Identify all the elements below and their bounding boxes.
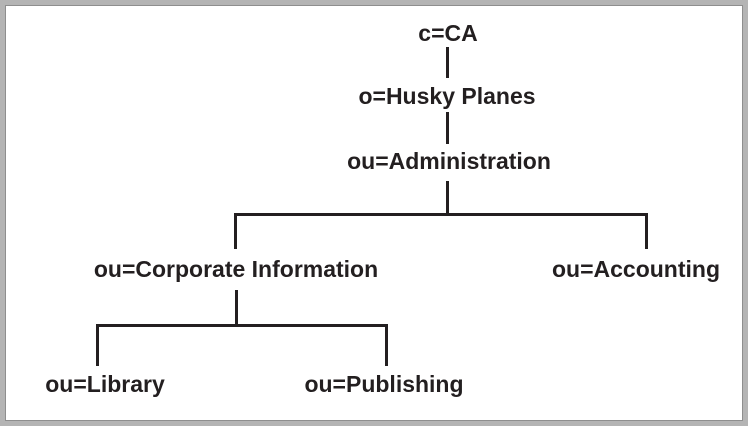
edge-drop-to-publishing bbox=[385, 324, 388, 366]
node-ou-accounting: ou=Accounting bbox=[551, 256, 721, 282]
edge-drop-to-accounting bbox=[645, 213, 648, 249]
node-ou-corporate-information: ou=Corporate Information bbox=[93, 256, 379, 282]
node-organization-husky-planes: o=Husky Planes bbox=[358, 83, 536, 109]
edge-organization-to-administration bbox=[446, 112, 449, 144]
node-country-ca: c=CA bbox=[418, 20, 478, 46]
edge-drop-to-library bbox=[96, 324, 99, 366]
edge-administration-branch-bar bbox=[234, 213, 648, 216]
node-ou-library: ou=Library bbox=[45, 371, 165, 397]
edge-drop-to-corporate-information bbox=[234, 213, 237, 249]
node-ou-publishing: ou=Publishing bbox=[304, 371, 464, 397]
edge-country-to-organization bbox=[446, 47, 449, 78]
edge-corporate-information-stem bbox=[235, 290, 238, 327]
node-ou-administration: ou=Administration bbox=[347, 148, 551, 174]
edge-administration-stem bbox=[446, 181, 449, 216]
edge-corporate-information-branch-bar bbox=[96, 324, 388, 327]
